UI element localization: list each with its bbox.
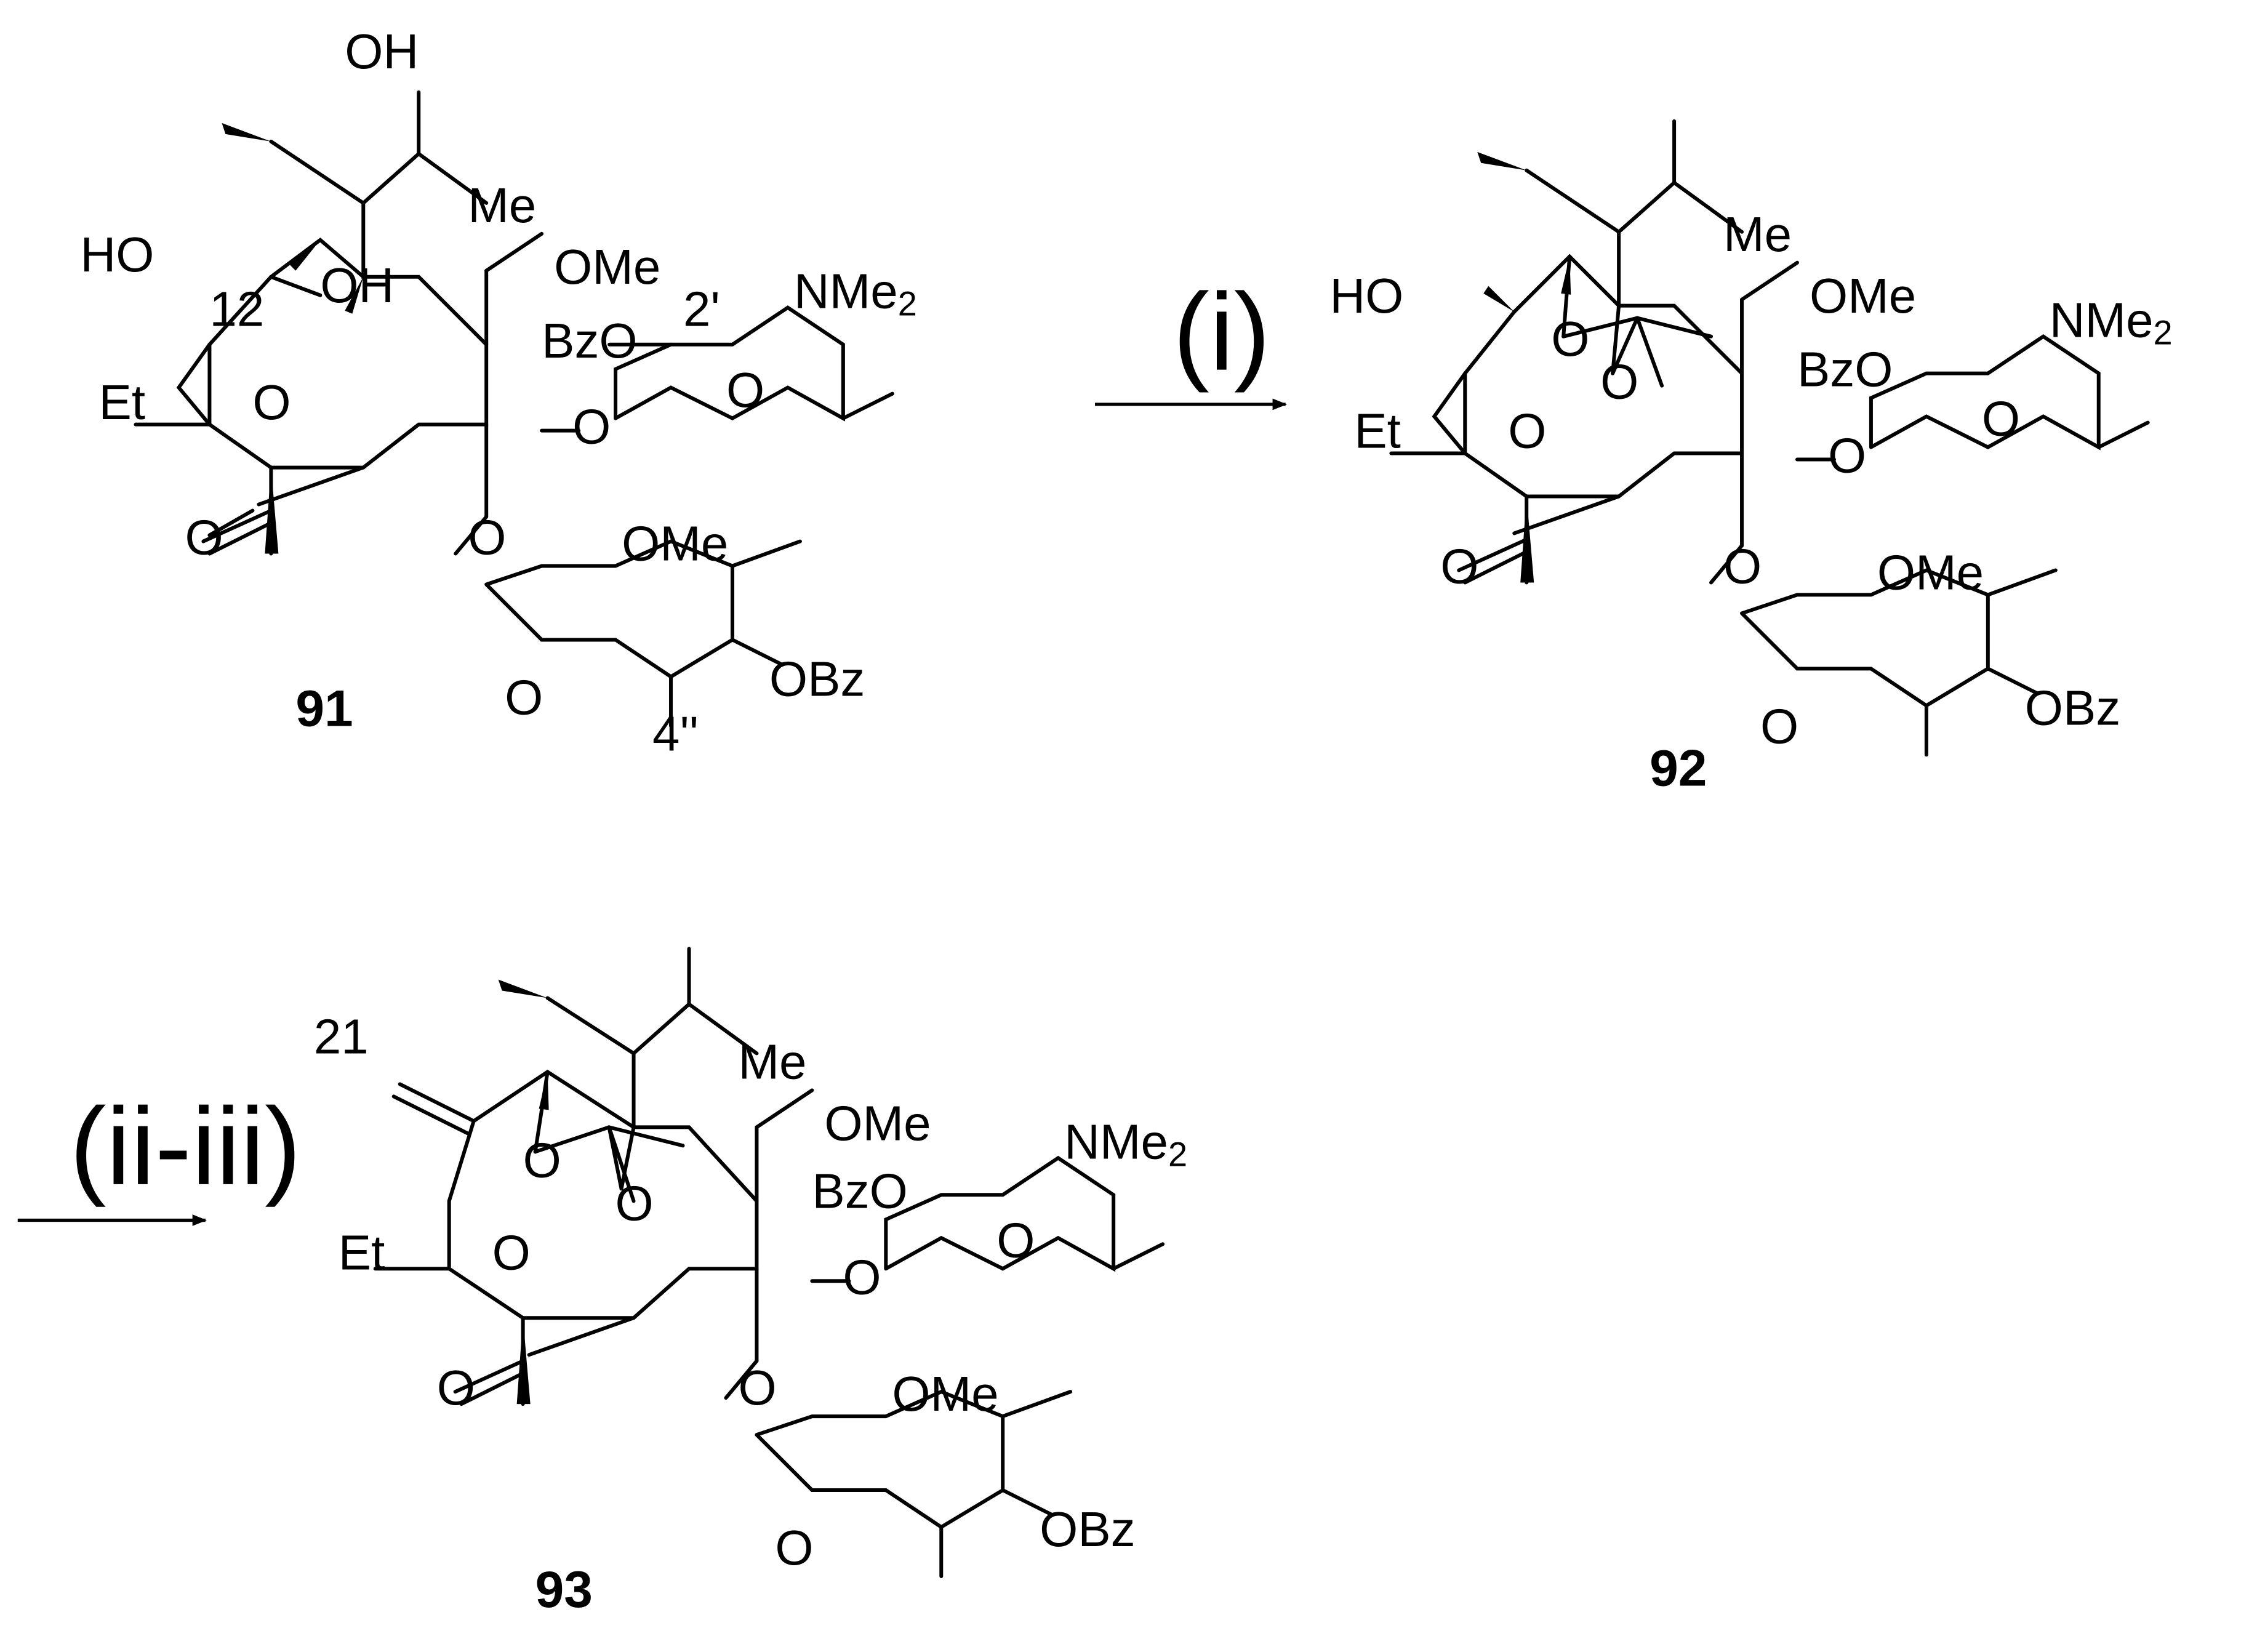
atom-label: O xyxy=(505,670,543,725)
atom-label: Et xyxy=(99,375,146,430)
atom-label: O xyxy=(1828,428,1866,483)
atom-label: O xyxy=(1508,404,1546,459)
atom-label: OMe xyxy=(1877,545,1984,600)
atom-label: O xyxy=(1600,355,1638,409)
atom-label: NMe2 xyxy=(794,264,917,323)
atom-label: O xyxy=(738,1360,776,1415)
atom-label: OMe xyxy=(622,516,728,571)
atom-label: OMe xyxy=(892,1366,998,1421)
compound-93: O O Me OMe NMe2 BzO O O O O O OMe OBz Et… xyxy=(314,947,1187,1618)
atom-label: BzO xyxy=(1797,342,1893,397)
atom-label: O xyxy=(492,1225,531,1280)
atom-label: O xyxy=(1440,539,1478,594)
atom-label: O xyxy=(468,510,506,565)
atom-label: O xyxy=(1723,539,1762,594)
locant-label: 4'' xyxy=(652,706,699,761)
atom-label: O xyxy=(775,1520,813,1575)
compound-number: 91 xyxy=(295,679,353,737)
atom-label: OMe xyxy=(554,239,660,294)
atom-label: OBz xyxy=(2025,680,2120,735)
atom-label: HO xyxy=(81,227,154,282)
atom-label: HO xyxy=(1329,268,1403,323)
atom-label: Me xyxy=(738,1035,806,1089)
bonds-92 xyxy=(1389,119,2150,757)
compound-number: 93 xyxy=(535,1560,593,1618)
atom-label: Et xyxy=(339,1225,385,1280)
atom-label: O xyxy=(1982,391,2020,446)
locant-label: 21 xyxy=(314,1009,369,1064)
atom-label: O xyxy=(1551,311,1589,366)
atom-label: O xyxy=(437,1360,475,1415)
atom-label: Me xyxy=(1723,207,1792,262)
compound-92: HO O O Me OMe NMe2 BzO O O O O O OMe OBz… xyxy=(1329,119,2173,796)
atom-label: O xyxy=(615,1176,654,1230)
atom-label: O xyxy=(1760,699,1798,753)
reaction-conditions: (ii-iii) xyxy=(70,1085,301,1208)
atom-label: OBz xyxy=(1040,1502,1135,1557)
wedges-91 xyxy=(222,122,364,554)
atom-label: BzO xyxy=(542,313,637,368)
atom-label: O xyxy=(523,1133,561,1187)
atom-label: O xyxy=(843,1249,881,1304)
atom-label: O xyxy=(252,375,291,430)
atom-label: Et xyxy=(1354,404,1401,459)
atom-label: OH xyxy=(345,24,419,79)
atom-label: BzO xyxy=(812,1163,907,1218)
atom-label: O xyxy=(185,510,223,565)
atom-label: O xyxy=(572,399,611,454)
atom-label: NMe2 xyxy=(2050,293,2173,352)
compound-number: 92 xyxy=(1650,739,1707,796)
atom-label: NMe2 xyxy=(1064,1114,1187,1173)
atom-label: O xyxy=(996,1213,1035,1267)
wedges-93 xyxy=(498,979,549,1405)
locant-label: 2' xyxy=(683,282,720,337)
reaction-arrow-1: (i) xyxy=(1095,271,1288,411)
reaction-conditions: (i) xyxy=(1173,271,1270,393)
atom-label: Me xyxy=(468,178,536,233)
atom-label: OBz xyxy=(769,652,865,707)
bonds-93 xyxy=(373,947,1165,1578)
atom-label: O xyxy=(726,363,764,417)
atom-label: OMe xyxy=(824,1096,931,1150)
atom-label: OMe xyxy=(1810,268,1916,323)
atom-label: OH xyxy=(320,258,394,313)
reaction-arrow-2: (ii-iii) xyxy=(17,1085,301,1226)
locant-label: 12 xyxy=(209,282,264,337)
compound-91: OH HO OH Me OMe NMe2 BzO O O O O O OMe O… xyxy=(81,24,917,761)
bonds-91 xyxy=(134,90,894,728)
wedges-92 xyxy=(1477,151,1571,583)
